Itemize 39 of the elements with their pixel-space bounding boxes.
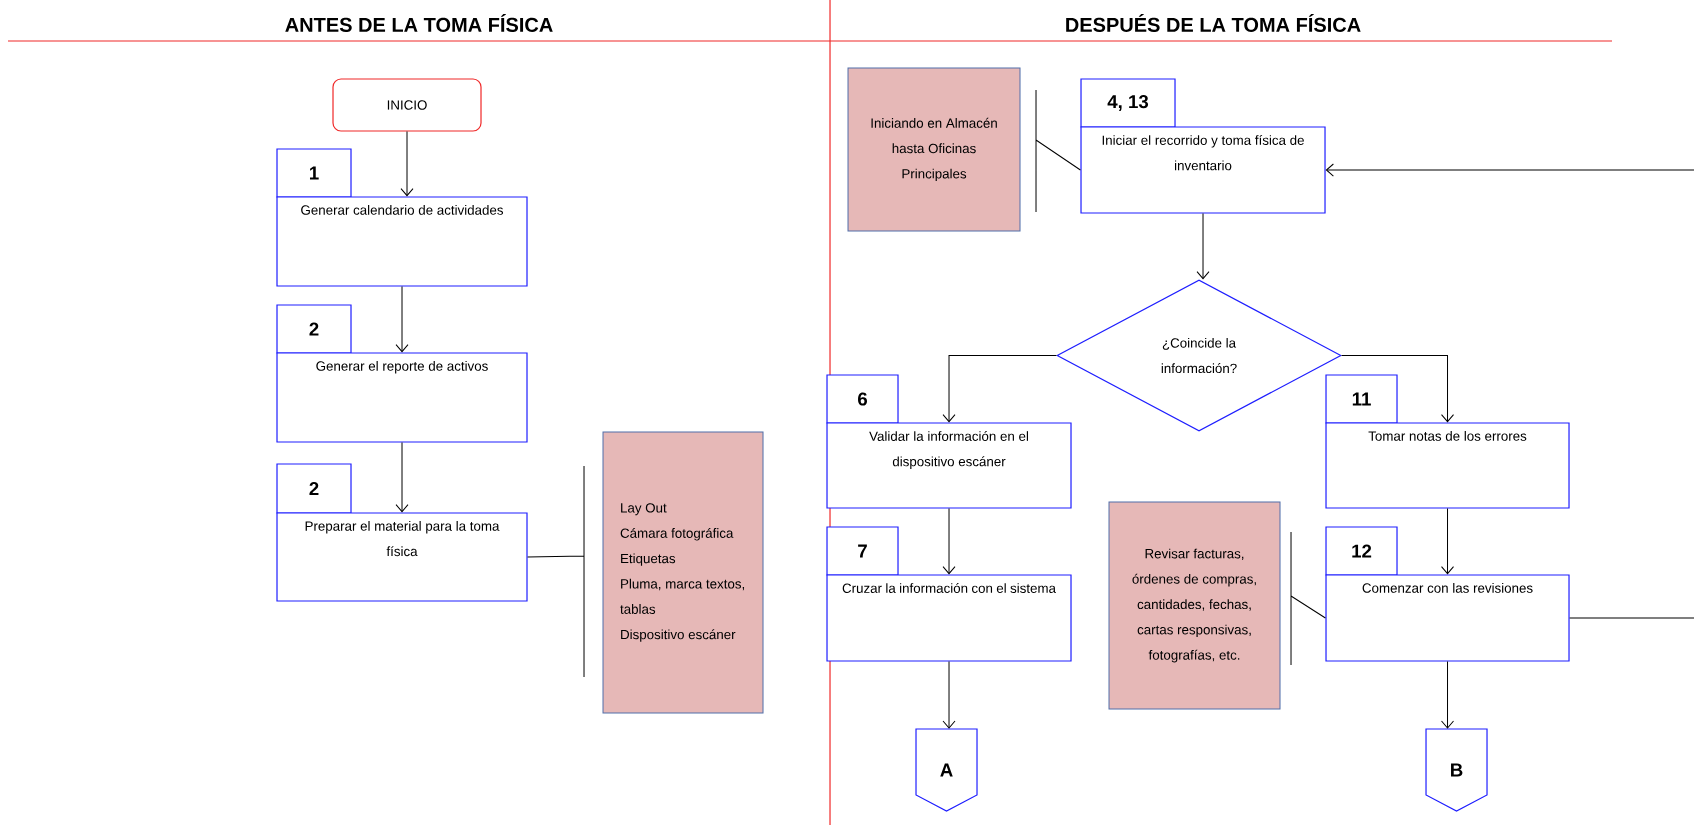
arrow	[400, 131, 414, 197]
step-box: 7 Cruzar la información con el sistema	[826, 526, 1072, 662]
annotation-box: Iniciando en Almacén hasta Oficinas Principales	[847, 67, 1021, 232]
arrow	[395, 442, 409, 513]
offpage-connector: A	[915, 728, 978, 812]
arrow	[1325, 163, 1694, 177]
step-box: 2 Preparar el material para la toma física	[276, 463, 528, 602]
annotation-leader	[1290, 531, 1326, 666]
step-box: 12 Comenzar con las revisiones	[1325, 526, 1570, 662]
node-label: 2	[309, 481, 319, 496]
step-box: 11 Tomar notas de los errores	[1325, 374, 1570, 509]
step-box: 1 Generar calendario de actividades	[276, 148, 528, 287]
arrow	[942, 661, 956, 729]
node-label: 1	[309, 166, 319, 180]
annotation-leader	[1035, 89, 1081, 213]
step-box: 4, 13 Iniciar el recorrido y toma física de inventario	[1080, 78, 1326, 214]
arrow	[1341, 355, 1454, 423]
arrow	[942, 355, 1057, 423]
annotation-box: Lay Out Cámara fotográfica Etiquetas Pluma, marca textos, tablas Dispositivo escáner	[602, 431, 764, 714]
step-box: 6 Validar la información en el dispositivo escáner	[826, 374, 1072, 509]
annotation-leader	[527, 465, 585, 678]
arrow	[395, 286, 409, 353]
node-label: 7	[858, 544, 867, 558]
node-label: 4, 13	[1107, 95, 1149, 111]
arrow	[1441, 508, 1454, 575]
connector-line	[1569, 617, 1694, 619]
annotation-box: Revisar facturas, órdenes de compras, cantidades, fechas, cartas responsivas, fotografías, etc.	[1108, 501, 1281, 710]
offpage-connector: B	[1425, 728, 1488, 812]
step-box: 2 Generar el reporte de activos	[276, 304, 528, 443]
section-title: ANTES DE LA TOMA FÍSICA	[285, 14, 553, 32]
node-label: 12	[1352, 544, 1372, 558]
node-label: 11	[1352, 392, 1371, 406]
start-terminal: INICIO	[332, 78, 482, 132]
arrow	[1196, 213, 1210, 280]
arrow	[1441, 661, 1454, 729]
node-label: 2	[309, 322, 319, 336]
section-title: DESPUÉS DE LA TOMA FÍSICA	[1066, 14, 1361, 32]
arrow	[942, 508, 956, 575]
node-label: 6	[858, 392, 868, 406]
